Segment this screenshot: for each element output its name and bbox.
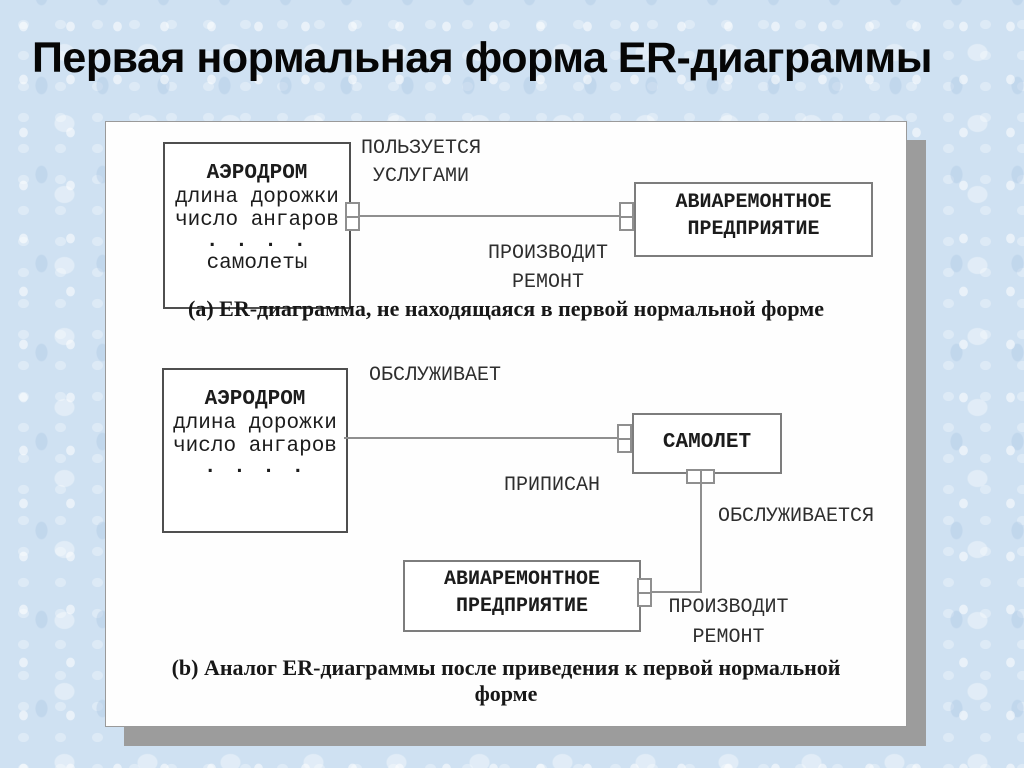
relationship-label-assigned: ПРИПИСАН <box>504 474 601 497</box>
relationship-label-performs-repair-a: ПРОИЗВОДИТ РЕМОНТ <box>487 242 609 294</box>
relationship-label-performs-repair-b: ПРОИЗВОДИТ РЕМОНТ <box>668 596 789 649</box>
entity-enterprise-a-line1: АВИАРЕМОНТНОЕ <box>675 191 832 214</box>
page-title: Первая нормальная форма ER-диаграммы <box>32 34 932 82</box>
caption-a: (a) ER-диаграмма, не находящаяся в перво… <box>188 296 824 321</box>
relationship-label-serviced: ОБСЛУЖИВАЕТСЯ <box>718 505 875 528</box>
connector-samolet-bottom-icon <box>686 469 715 484</box>
entity-enterprise-b-line1: АВИАРЕМОНТНОЕ <box>443 568 601 591</box>
entity-samolet-title: САМОЛЕТ <box>662 431 752 454</box>
connector-samolet-left-icon <box>617 424 632 453</box>
relation-line-b1 <box>344 437 618 439</box>
entity-enterprise-b: АВИАРЕМОНТНОЕ ПРЕДПРИЯТИЕ <box>403 560 641 632</box>
entity-aerodrom-a-title: АЭРОДРОМ <box>206 162 308 185</box>
diagram-panel: АЭРОДРОМ длина дорожки число ангаров . .… <box>105 121 907 727</box>
entity-aerodrom-b-title: АЭРОДРОМ <box>204 388 306 411</box>
entity-aerodrom-b-ellipsis: . . . . <box>203 456 307 479</box>
entity-aerodrom-a-attr1: длина дорожки <box>175 186 339 209</box>
relation-line-b2 <box>652 591 702 593</box>
entity-aerodrom-b: АЭРОДРОМ длина дорожки число ангаров . .… <box>162 368 348 533</box>
relationship-label-serves: ОБСЛУЖИВАЕТ <box>369 364 502 387</box>
entity-aerodrom-a-ellipsis: . . . . <box>205 230 309 253</box>
relation-line-a <box>360 215 621 217</box>
entity-enterprise-b-line2: ПРЕДПРИЯТИЕ <box>455 595 589 618</box>
entity-aerodrom-b-attr1: длина дорожки <box>173 412 337 435</box>
entity-aerodrom-a-attr2: число ангаров <box>175 209 339 232</box>
entity-enterprise-a: АВИАРЕМОНТНОЕ ПРЕДПРИЯТИЕ <box>634 182 873 257</box>
relation-line-b-vertical <box>700 483 702 593</box>
entity-aerodrom-a-attr3: самолеты <box>206 252 308 275</box>
entity-samolet: САМОЛЕТ <box>632 413 782 474</box>
connector-enterprise-right-icon <box>637 578 652 607</box>
entity-enterprise-a-line2: ПРЕДПРИЯТИЕ <box>687 218 820 241</box>
entity-aerodrom-a: АЭРОДРОМ длина дорожки число ангаров . .… <box>163 142 351 309</box>
relationship-label-uses-services: ПОЛЬЗУЕТСЯ УСЛУГАМИ <box>360 137 482 188</box>
entity-aerodrom-b-attr2: число ангаров <box>173 435 337 458</box>
caption-b: (b) Аналог ER-диаграммы после приведения… <box>171 655 841 706</box>
connector-a-right-icon <box>619 202 634 231</box>
connector-a-left-icon <box>345 202 360 231</box>
